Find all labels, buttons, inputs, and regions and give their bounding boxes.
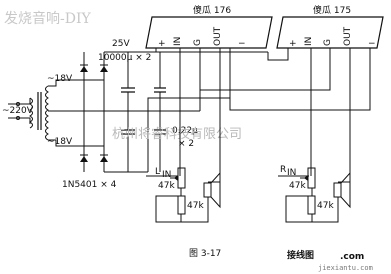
module-176: 傻瓜 176 + IN G OUT − bbox=[145, 5, 273, 49]
supply-rails bbox=[64, 48, 371, 173]
module-175-title: 傻瓜 175 bbox=[313, 5, 351, 16]
transformer: ~220V ~18V ~18V bbox=[2, 74, 73, 147]
module-175: 傻瓜 175 + IN G OUT − bbox=[276, 5, 384, 49]
right-resistor-value: 47k bbox=[317, 201, 334, 211]
module-175-pin-g: G bbox=[323, 39, 333, 46]
module-175-pin-out: OUT bbox=[343, 26, 353, 46]
brand-domain: jiexiantu.com bbox=[318, 264, 373, 272]
right-input-label: R bbox=[280, 165, 286, 175]
module-175-pin-plus: + bbox=[289, 39, 297, 49]
left-input-sub: IN bbox=[162, 170, 171, 180]
left-pot-value: 47k bbox=[158, 181, 175, 191]
module-176-pin-plus: + bbox=[158, 39, 166, 49]
small-cap-value: 0.22μ bbox=[172, 126, 198, 136]
brand-domain-suffix: .com bbox=[340, 252, 364, 262]
channel-right: R IN 47k 47k bbox=[278, 48, 351, 223]
rectifier-label: 1N5401 × 4 bbox=[62, 180, 117, 190]
module-176-title: 傻瓜 176 bbox=[193, 5, 231, 16]
module-176-pin-g: G bbox=[193, 39, 203, 46]
figure-caption: 图 3-17 bbox=[189, 248, 221, 259]
secondary-lower-label: ~18V bbox=[47, 137, 73, 147]
left-resistor-value: 47k bbox=[187, 201, 204, 211]
left-input-label: L bbox=[155, 167, 160, 177]
module-175-pin-in: IN bbox=[304, 37, 314, 46]
right-input-sub: IN bbox=[287, 168, 296, 178]
right-pot-value: 47k bbox=[289, 181, 306, 191]
filter-capacitors: 25V 10000μ × 2 0.22μ × 2 bbox=[98, 39, 198, 172]
small-cap-count: × 2 bbox=[178, 139, 194, 149]
module-176-pin-in: IN bbox=[173, 37, 183, 46]
secondary-upper-label: ~18V bbox=[47, 74, 73, 84]
rectifier-bridge: 1N5401 × 4 bbox=[62, 52, 117, 190]
brand-name: 接线图 bbox=[287, 249, 314, 261]
filter-cap-rating: 25V bbox=[112, 39, 130, 49]
mains-voltage-label: ~220V bbox=[2, 106, 34, 116]
watermark-top: 发烧音响-DIY bbox=[4, 10, 91, 27]
module-176-pin-out: OUT bbox=[213, 26, 223, 46]
filter-cap-value: 10000μ × 2 bbox=[98, 53, 151, 63]
module-176-pin-minus: − bbox=[238, 39, 246, 49]
watermark-middle: 杭州将睿科技有限公司 bbox=[112, 127, 242, 142]
module-175-pin-minus: − bbox=[368, 39, 376, 49]
channel-left: L IN 47k 47k bbox=[146, 48, 221, 223]
